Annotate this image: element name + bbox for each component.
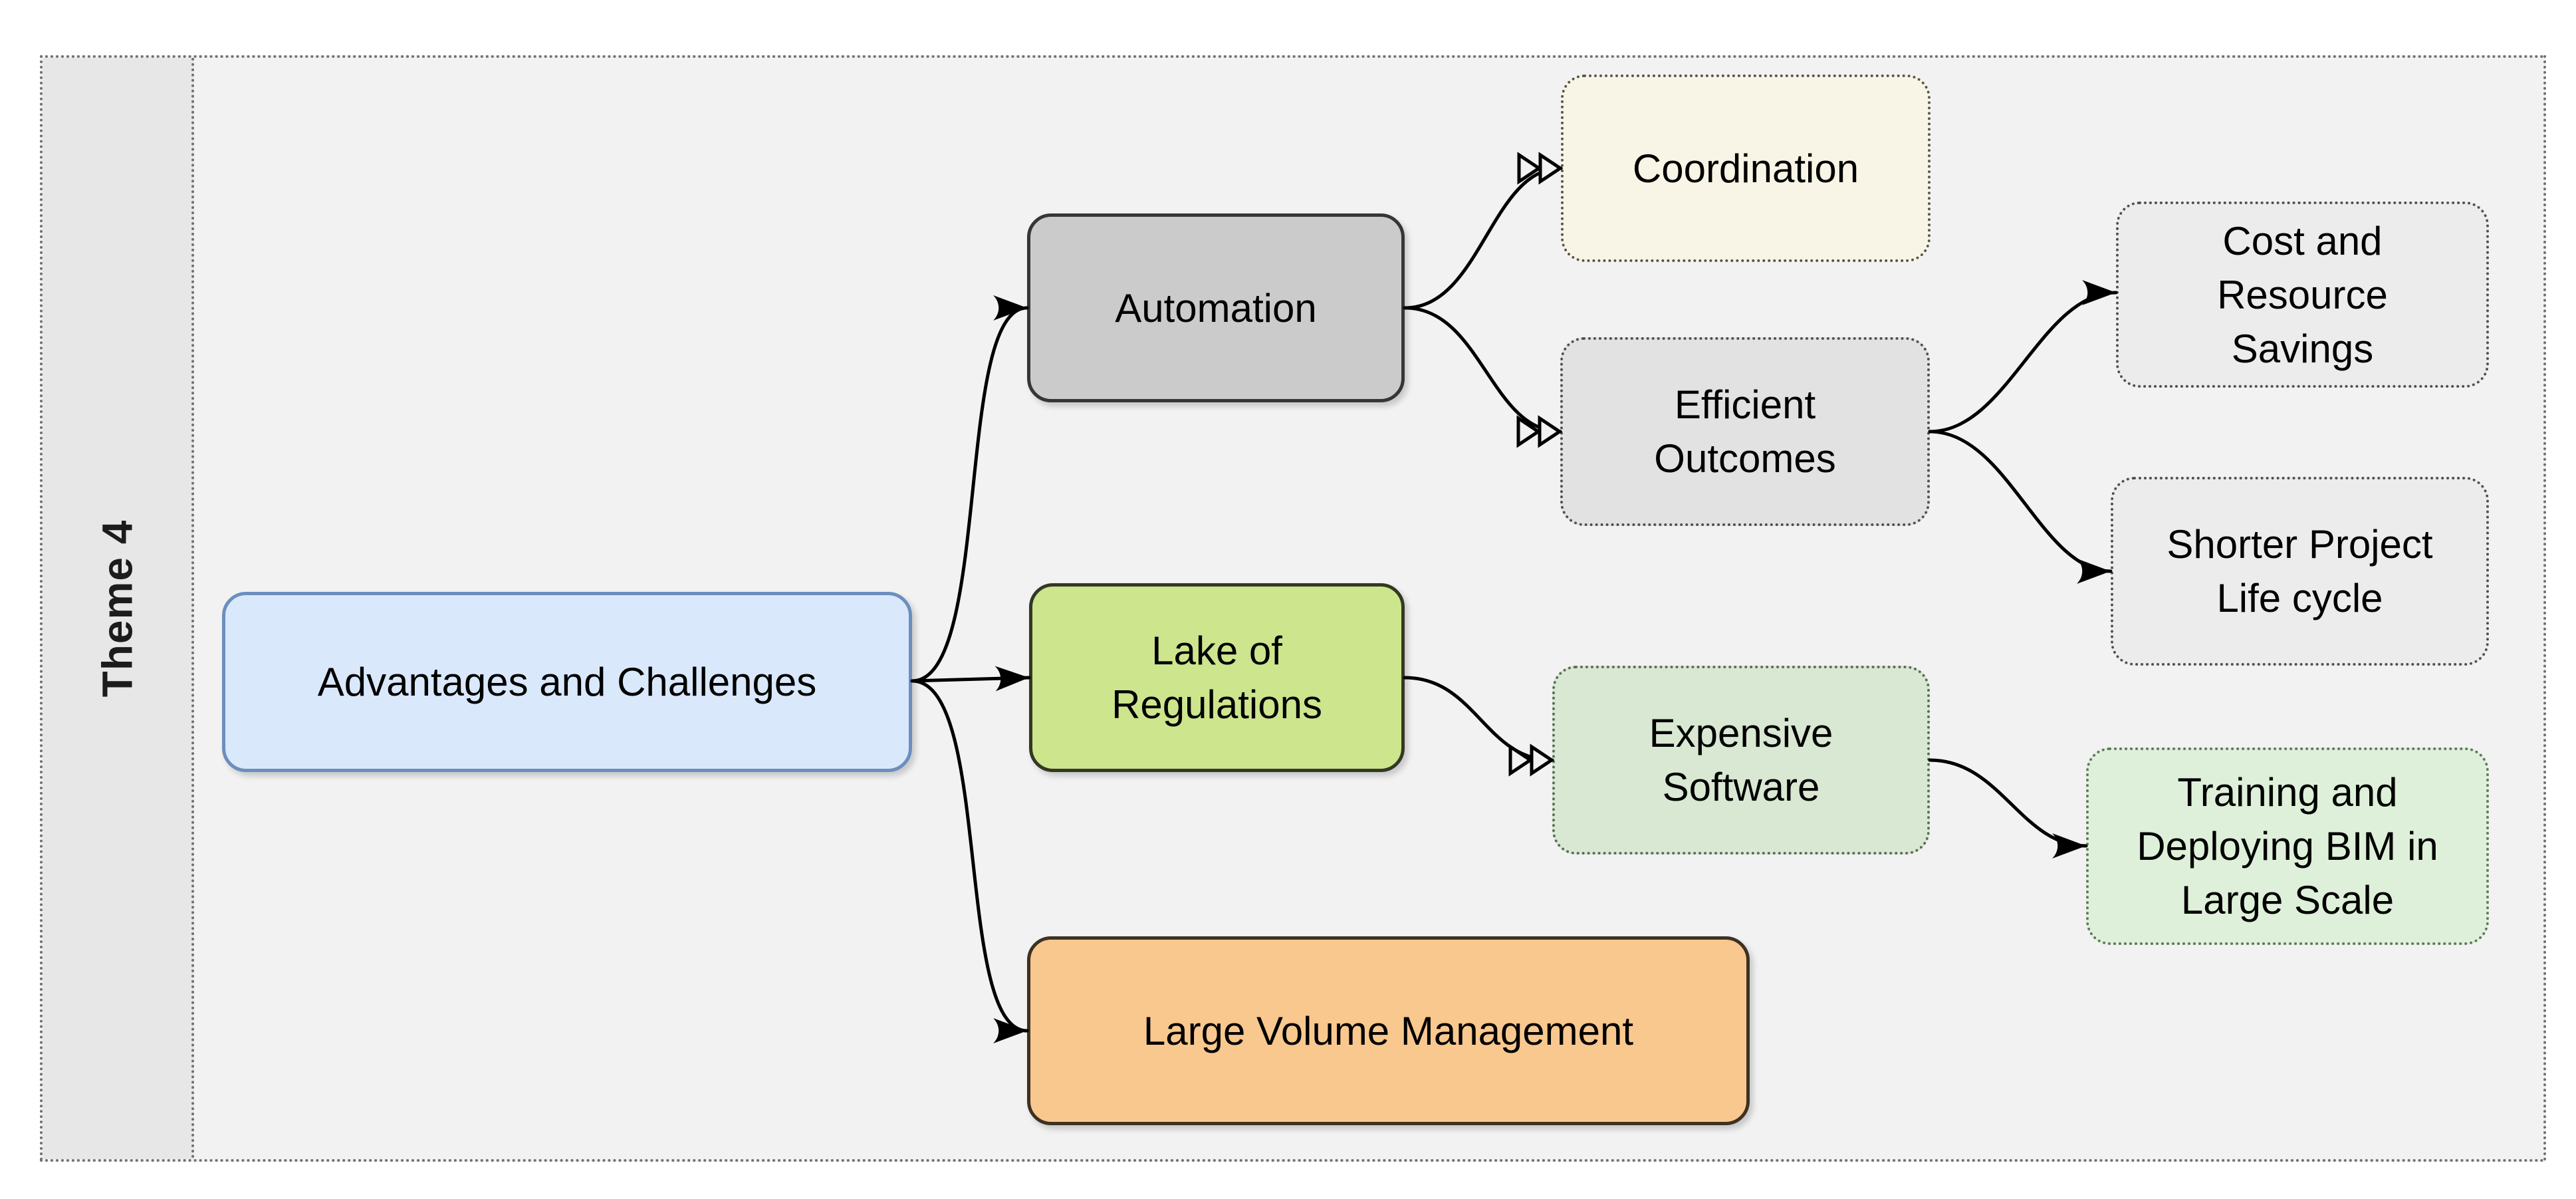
- node-label-shorter-project-life-cycle: Shorter Project Life cycle: [2166, 522, 2433, 620]
- node-label-training-and-deploying-bim: Training and Deploying BIM in Large Scal…: [2137, 770, 2438, 922]
- node-training-and-deploying-bim: Training and Deploying BIM in Large Scal…: [2086, 747, 2489, 945]
- node-shorter-project-life-cycle: Shorter Project Life cycle: [2111, 477, 2489, 666]
- node-efficient-outcomes: Efficient Outcomes: [1560, 337, 1930, 526]
- node-label-coordination: Coordination: [1632, 146, 1859, 191]
- node-advantages-and-challenges: Advantages and Challenges: [222, 592, 912, 772]
- node-label-automation: Automation: [1115, 285, 1317, 331]
- node-coordination: Coordination: [1561, 74, 1931, 262]
- theme-label: Theme 4: [93, 519, 141, 698]
- node-cost-and-resource-savings: Cost and Resource Savings: [2116, 201, 2489, 388]
- node-label-advantages-and-challenges: Advantages and Challenges: [317, 660, 817, 704]
- node-large-volume-management: Large Volume Management: [1027, 936, 1750, 1125]
- node-label-lake-of-regulations: Lake of Regulations: [1112, 628, 1322, 727]
- node-label-efficient-outcomes: Efficient Outcomes: [1654, 382, 1836, 481]
- node-lake-of-regulations: Lake of Regulations: [1029, 583, 1405, 772]
- node-label-cost-and-resource-savings: Cost and Resource Savings: [2217, 218, 2388, 371]
- node-expensive-software: Expensive Software: [1552, 666, 1930, 855]
- node-label-large-volume-management: Large Volume Management: [1143, 1008, 1634, 1053]
- node-automation: Automation: [1027, 213, 1405, 402]
- node-label-expensive-software: Expensive Software: [1649, 711, 1833, 809]
- theme-sidebar: Theme 4: [43, 58, 194, 1159]
